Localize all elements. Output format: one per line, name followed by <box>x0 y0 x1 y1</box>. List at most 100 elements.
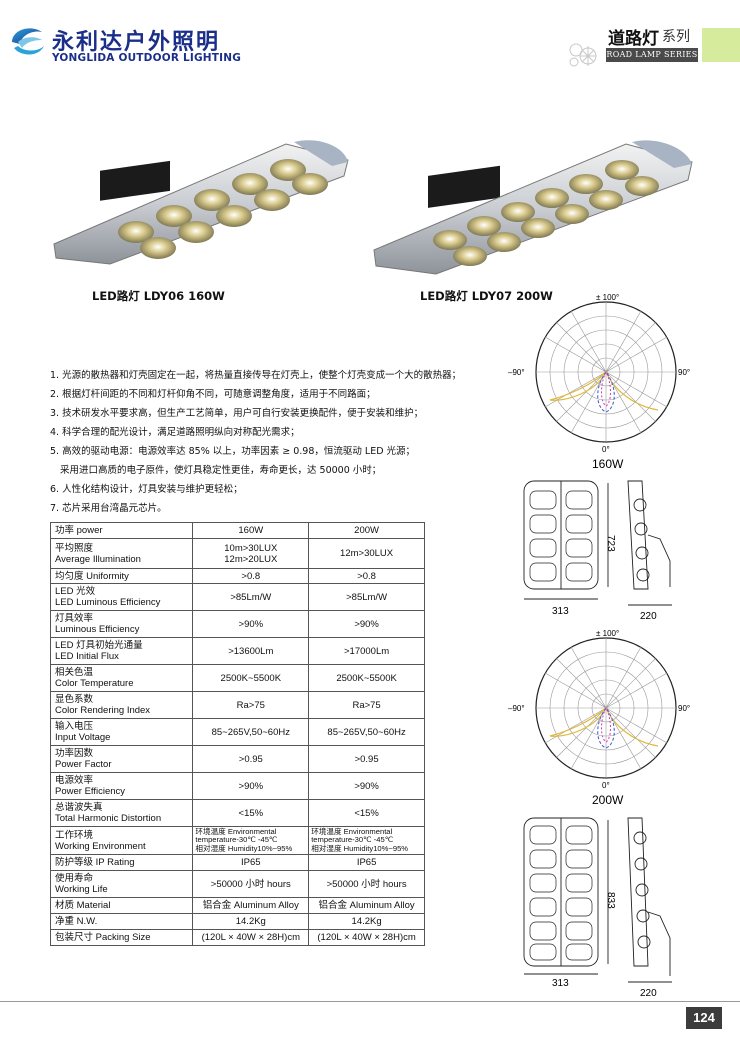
table-cell-value: >90% <box>192 610 310 638</box>
curve-c90 <box>605 371 659 411</box>
cell-text: 200W <box>354 525 379 536</box>
table-cell-value: (120L × 40W × 28H)cm <box>308 929 425 946</box>
polar-top-label: ± 100° <box>596 629 619 638</box>
feature-item: 2. 根据灯杆间距的不同和灯杆仰角不同，可随意调整角度，适用于不同路面； <box>50 389 376 400</box>
cell-text: Color Rendering Index <box>55 705 151 716</box>
cell-text: Color Temperature <box>55 678 134 689</box>
cell-text: <15% <box>354 807 379 819</box>
feature-list: 1. 光源的散热器和灯壳固定在一起，将热量直接传导在灯壳上，使整个灯壳变成一个大… <box>50 366 490 518</box>
feature-item: 7. 芯片采用台湾晶元芯片。 <box>50 503 167 514</box>
cell-text: >90% <box>354 780 379 792</box>
cell-text: Luminous Efficiency <box>55 624 140 635</box>
dimension-drawing-ldy06: 723 313 220 <box>523 480 672 622</box>
dimension-length-label: 723 <box>605 535 616 552</box>
product-caption-ldy07: LED路灯 LDY07 200W <box>420 289 553 303</box>
cell-text: LED 光效 <box>55 586 96 597</box>
table-cell-value: 12m>30LUX <box>308 538 425 569</box>
cell-text: 12m>30LUX <box>340 548 394 559</box>
cell-text: >0.8 <box>357 570 376 582</box>
series-title: 道路灯 <box>608 29 659 49</box>
polar-bottom-label: 0° <box>602 445 610 454</box>
cell-text: >90% <box>354 618 379 630</box>
table-cell-value: >90% <box>308 772 425 800</box>
cell-text: <15% <box>238 807 264 819</box>
cell-text: 铝合金 Aluminum Alloy <box>202 900 299 911</box>
dimension-width-label: 313 <box>552 606 569 617</box>
table-cell-value: >0.95 <box>192 745 310 773</box>
cell-text: 使用寿命 <box>55 873 94 884</box>
feature-item: 1. 光源的散热器和灯壳固定在一起，将热量直接传导在灯壳上，使整个灯壳变成一个大… <box>50 370 462 381</box>
brand-name-cn: 永利达户外照明 <box>52 30 221 55</box>
table-cell-label: 净重 N.W. <box>49 913 194 930</box>
table-cell-label: 防护等级 IP Rating <box>49 854 194 871</box>
product-caption-ldy06: LED路灯 LDY06 160W <box>92 289 225 303</box>
table-cell-value: 85~265V,50~60Hz <box>308 718 425 746</box>
lamp-ldy07-image <box>373 140 693 275</box>
cell-text: 85~265V,50~60Hz <box>211 726 290 738</box>
snowflake-decoration-icon <box>569 43 597 67</box>
cell-text: 防护等级 IP Rating <box>55 857 135 868</box>
cell-text: temperature-30℃ -45℃ <box>195 835 278 845</box>
cell-text: 总谐波失真 <box>55 802 103 813</box>
cell-text: 灯具效率 <box>55 613 94 624</box>
table-cell-value: 2500K~5500K <box>192 664 310 692</box>
table-cell-value: Ra>75 <box>192 691 310 719</box>
cell-text: 相对湿度 Humidity10%~95% <box>195 843 293 853</box>
polar-left-label: –90° <box>508 368 525 377</box>
table-cell-value: Ra>75 <box>308 691 425 719</box>
table-cell-label: 均匀度 Uniformity <box>49 568 194 584</box>
cell-text: 平均照度 <box>55 542 94 554</box>
cell-text: temperature-30℃ -45℃ <box>311 835 394 845</box>
polar-caption: 160W <box>592 457 624 471</box>
curve-c0 <box>549 371 607 401</box>
cell-text: LED Luminous Efficiency <box>55 597 161 608</box>
dimension-drawing-ldy07: 833 313 220 <box>523 817 672 999</box>
curve-c0 <box>549 707 607 737</box>
cell-text: IP65 <box>356 857 377 868</box>
table-cell-value: >90% <box>308 610 425 638</box>
cell-text: >0.8 <box>241 570 261 582</box>
cell-text: >0.95 <box>238 753 263 765</box>
table-cell-value: 200W <box>308 522 425 539</box>
table-cell-value: 铝合金 Aluminum Alloy <box>308 897 425 914</box>
table-cell-value: 85~265V,50~60Hz <box>192 718 310 746</box>
cell-text: Power Efficiency <box>55 786 126 797</box>
cell-text: 包装尺寸 Packing Size <box>55 932 151 943</box>
lamp-ldy06-image <box>53 140 349 265</box>
cell-text: 铝合金 Aluminum Alloy <box>318 900 415 911</box>
table-cell-value: IP65 <box>308 854 425 871</box>
cell-text: Working Environment <box>55 840 146 852</box>
cell-text: Power Factor <box>55 759 112 770</box>
brand-name-en: YONGLIDA OUTDOOR LIGHTING <box>52 52 242 64</box>
table-cell-value: 14.2Kg <box>192 913 310 930</box>
cell-text: 显色系数 <box>55 694 94 705</box>
table-cell-value: (120L × 40W × 28H)cm <box>192 929 310 946</box>
logo-mark-icon <box>12 28 44 55</box>
feature-item: 5. 高效的驱动电源：电源效率达 85% 以上，功率因素 ≥ 0.98，恒流驱动… <box>50 446 416 457</box>
series-accent-block <box>702 28 740 62</box>
cell-text: LED 灯具初始光通量 <box>55 640 143 651</box>
cell-text: 2500K~5500K <box>220 672 282 684</box>
cell-text: 环境温度 Environmental <box>195 826 277 836</box>
dimension-length-label: 833 <box>605 892 616 909</box>
cell-text: Total Harmonic Distortion <box>55 813 162 824</box>
curve-c135 <box>601 707 611 743</box>
